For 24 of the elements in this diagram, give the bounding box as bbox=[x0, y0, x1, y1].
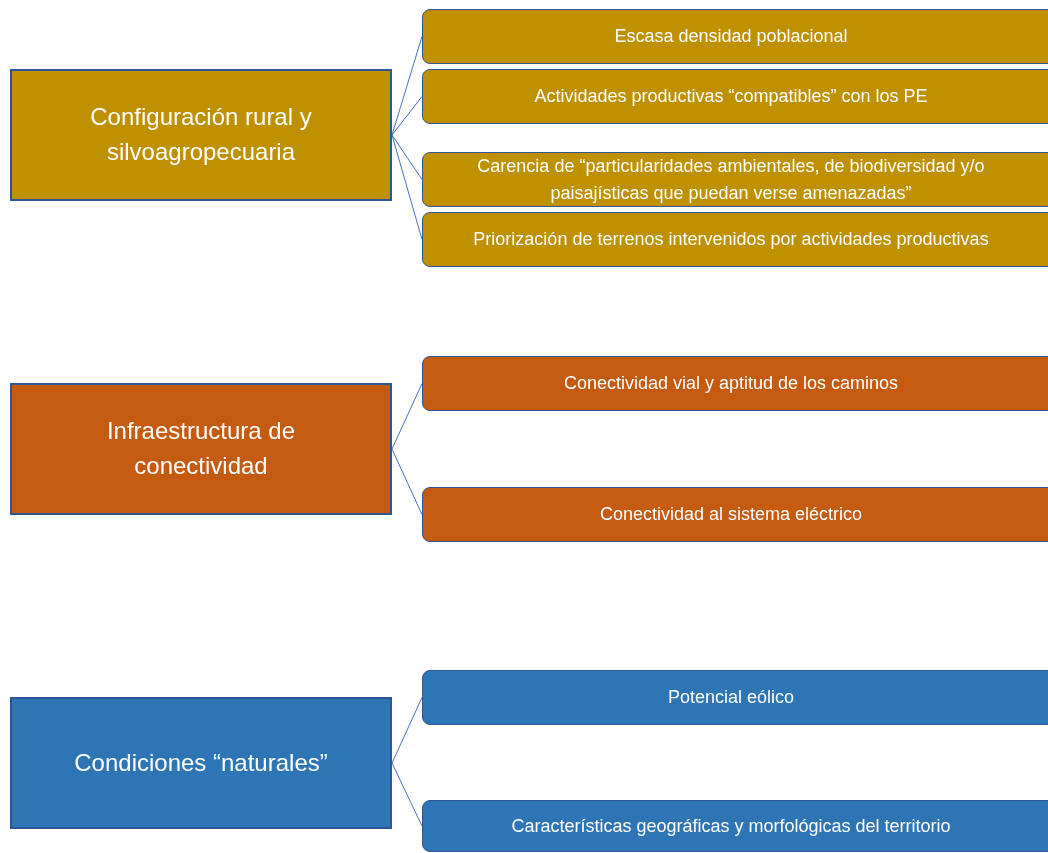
category-title: Configuración rural y silvoagropecuaria bbox=[89, 102, 313, 167]
item-box bbox=[422, 9, 1048, 64]
item-text: Conectividad al sistema eléctrico bbox=[599, 503, 864, 526]
item-box bbox=[422, 356, 1048, 411]
item-box bbox=[422, 152, 1048, 207]
item-text: Carencia de “particularidades ambientales, de biodiversidad y/o paisajísticas que puedan verse amenazadas” bbox=[476, 154, 986, 205]
item-text: Características geográficas y morfológicas del territorio bbox=[511, 814, 952, 838]
category-box bbox=[10, 697, 392, 829]
category-box bbox=[10, 383, 392, 515]
connector-line bbox=[391, 134, 423, 180]
item-box bbox=[422, 800, 1048, 852]
category-title: Infraestructura de conectividad bbox=[105, 416, 297, 481]
item-text: Potencial eólico bbox=[667, 686, 796, 709]
connector-line bbox=[391, 96, 423, 136]
category-box bbox=[10, 69, 392, 201]
item-box bbox=[422, 487, 1048, 542]
category-title: Condiciones “naturales” bbox=[74, 747, 328, 778]
item-text: Escasa densidad poblacional bbox=[614, 25, 849, 48]
item-box bbox=[422, 670, 1048, 725]
item-text: Actividades productivas “compatibles” con los PE bbox=[534, 85, 929, 108]
item-box bbox=[422, 69, 1048, 124]
item-text: Priorización de terrenos intervenidos por actividades productivas bbox=[473, 228, 990, 251]
item-box bbox=[422, 212, 1048, 267]
item-text: Conectividad vial y aptitud de los caminos bbox=[563, 372, 900, 395]
